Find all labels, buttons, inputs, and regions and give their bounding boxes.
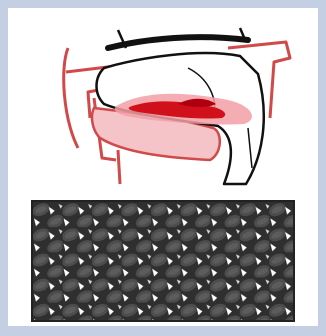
content-panel (8, 8, 318, 326)
seated-pressure-illustration (8, 8, 318, 188)
mesh-texture-image (31, 200, 295, 322)
belt-line (108, 37, 248, 48)
